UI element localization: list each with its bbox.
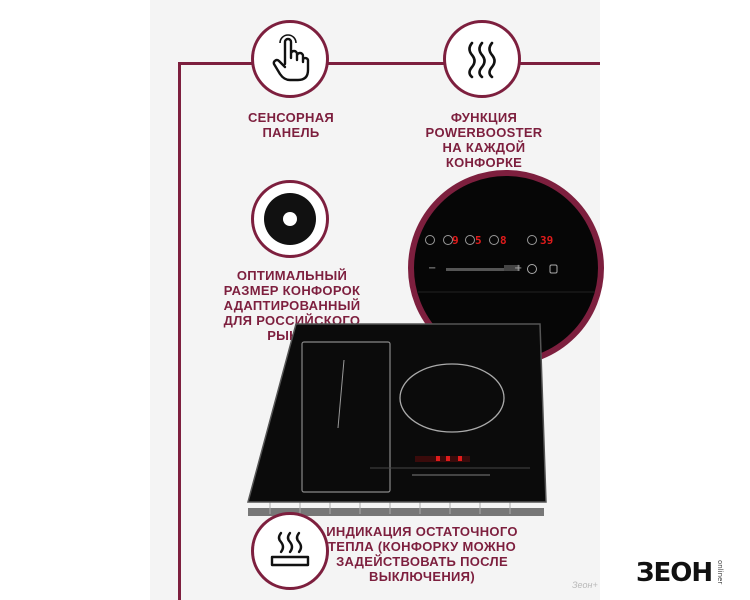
watermark: Зеон+ <box>572 580 598 590</box>
burner-disc-icon <box>264 193 316 245</box>
display-timer: 39 <box>540 234 554 247</box>
display-digit-3: 8 <box>500 234 507 247</box>
power-plus-button[interactable]: + <box>514 263 523 274</box>
residual-feature-badge <box>251 512 329 590</box>
heat-waves-icon <box>468 41 496 79</box>
frame-line-vertical <box>178 62 181 600</box>
touch-feature-badge <box>251 20 329 98</box>
cooktop-image <box>247 323 547 516</box>
size-feature-badge <box>251 180 329 258</box>
display-digit-1: 9 <box>452 234 459 247</box>
power-minus-button[interactable]: − <box>428 263 437 274</box>
hand-pointer-icon <box>272 34 310 82</box>
booster-feature-badge <box>443 20 521 98</box>
size-feature-label: ОПТИМАЛЬНЫЙ РАЗМЕР КОНФОРОК АДАПТИРОВАНН… <box>223 268 361 343</box>
booster-feature-label: ФУНКЦИЯ POWERBOOSTER НА КАЖДОЙ КОНФОРКЕ <box>425 110 543 170</box>
residual-feature-label: ИНДИКАЦИЯ ОСТАТОЧНОГО ТЕПЛА (КОНФОРКУ МО… <box>326 524 518 584</box>
display-controls-svg <box>418 235 598 293</box>
hot-pan-icon <box>270 531 310 567</box>
touch-feature-label: СЕНСОРНАЯ ПАНЕЛЬ <box>247 110 335 140</box>
zeon-logo: ЗЕОН <box>636 558 713 588</box>
frame-line-horizontal <box>178 62 600 65</box>
logo-tag: onliner <box>716 560 724 585</box>
display-digit-2: 5 <box>475 234 482 247</box>
